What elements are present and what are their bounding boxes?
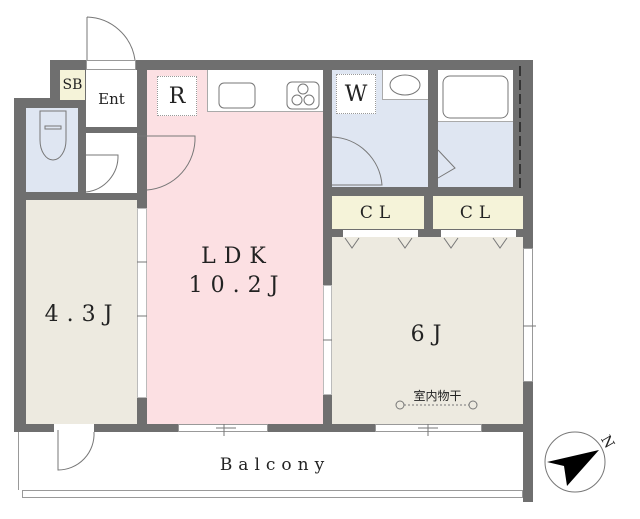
room-size-6j: 6J bbox=[410, 322, 450, 347]
bath-door bbox=[437, 149, 456, 179]
window bbox=[523, 248, 533, 382]
toilet-icon bbox=[39, 110, 67, 161]
closet-door bbox=[441, 230, 516, 237]
bathtub-icon bbox=[442, 75, 509, 119]
indoor-drying-label: 室内物干 bbox=[413, 389, 462, 403]
closet-label: CL bbox=[359, 202, 397, 223]
ldk-room bbox=[147, 70, 323, 424]
washer-label: W bbox=[344, 81, 368, 107]
washroom-door-swing bbox=[331, 136, 383, 186]
closet-2: CL bbox=[433, 196, 523, 229]
compass-arrow-icon bbox=[547, 450, 599, 486]
balcony-label: Balcony bbox=[219, 455, 331, 475]
ldk-size: 10.2J bbox=[188, 273, 287, 298]
refrigerator-label: R bbox=[168, 83, 186, 109]
ldk-name: LDK bbox=[201, 244, 274, 269]
closet-label: CL bbox=[459, 202, 497, 223]
toilet-door-swing bbox=[85, 154, 119, 193]
window-marks bbox=[137, 261, 536, 436]
washbasin-icon bbox=[389, 74, 421, 96]
hallway bbox=[86, 133, 137, 193]
closet-door bbox=[343, 230, 418, 237]
bathtub-area bbox=[438, 70, 513, 122]
front-door-swing bbox=[86, 16, 136, 61]
balcony-wall bbox=[523, 432, 533, 502]
balcony-door-swing bbox=[57, 430, 95, 471]
entrance: Ent bbox=[86, 70, 137, 127]
toilet-room bbox=[26, 108, 78, 192]
room-size-4-3j: 4.3J bbox=[44, 302, 121, 327]
door-opening bbox=[54, 424, 94, 432]
entrance-label: Ent bbox=[98, 89, 125, 108]
sink-icon bbox=[218, 82, 256, 109]
western-room-6j bbox=[332, 237, 523, 424]
ldk-label: LDK 10.2J bbox=[175, 242, 300, 300]
western-room-4-3j bbox=[26, 200, 137, 424]
stove-icon bbox=[286, 81, 320, 110]
balcony-railing bbox=[22, 490, 523, 498]
washer-space: W bbox=[336, 74, 376, 114]
sliding-door bbox=[137, 208, 147, 398]
closet-door-marks bbox=[344, 237, 508, 249]
ldk-door-swing bbox=[137, 135, 196, 191]
kitchen-counter bbox=[207, 70, 323, 112]
front-door-opening bbox=[86, 60, 136, 70]
refrigerator-space: R bbox=[157, 76, 197, 116]
closet-1: CL bbox=[332, 196, 424, 229]
balcony bbox=[18, 432, 523, 490]
shoe-box-label: SB bbox=[62, 77, 83, 93]
shoe-box: SB bbox=[60, 70, 85, 100]
compass-ring bbox=[544, 431, 606, 493]
